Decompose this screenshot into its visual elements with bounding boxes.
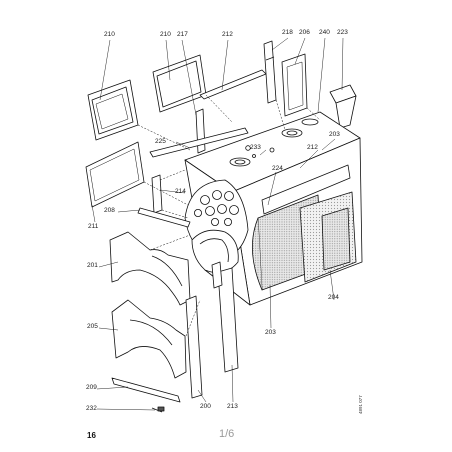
label-210-left: 210	[104, 31, 115, 38]
page-number: 16	[87, 431, 96, 440]
label-211: 211	[88, 223, 99, 230]
insulation-panel-210-left	[87, 79, 139, 141]
label-210-right: 210	[160, 31, 171, 38]
label-224: 224	[272, 165, 283, 172]
bar-214	[151, 174, 163, 214]
insulation-panel-211	[85, 141, 145, 208]
label-233: 233	[250, 144, 261, 151]
drawing-code: 4891 077	[358, 395, 363, 414]
bar-208	[137, 207, 191, 228]
label-200: 200	[200, 403, 211, 410]
post-213	[211, 261, 239, 373]
combustion-drum-204	[299, 191, 357, 283]
rail-206	[281, 53, 308, 117]
label-205: 205	[87, 323, 98, 330]
label-208: 208	[104, 207, 115, 214]
label-225: 225	[155, 138, 166, 145]
label-212-top: 212	[222, 31, 233, 38]
label-209: 209	[86, 384, 97, 391]
label-206: 206	[299, 29, 310, 36]
front-insulation-205	[111, 299, 187, 379]
label-201: 201	[87, 262, 98, 269]
flue-223	[329, 84, 357, 129]
strip-212-top	[199, 69, 267, 100]
label-232: 232	[86, 405, 97, 412]
label-212-mid: 212	[307, 144, 318, 151]
rail-217	[195, 108, 206, 154]
post-200	[185, 295, 203, 399]
strip-225	[149, 127, 249, 158]
label-213: 213	[227, 403, 238, 410]
screw-232	[151, 406, 165, 413]
insulation-panel-210-right	[152, 54, 207, 113]
page-count: 1/6	[219, 428, 235, 440]
label-214: 214	[175, 188, 186, 195]
label-223: 223	[337, 29, 348, 36]
label-240: 240	[319, 29, 330, 36]
assembly-lines	[137, 94, 321, 337]
front-plate-208	[184, 179, 249, 274]
front-insulation-201	[109, 231, 191, 306]
rail-218	[263, 40, 277, 104]
label-218: 218	[282, 29, 293, 36]
callout-leaders	[91, 37, 344, 411]
label-204: 204	[328, 294, 339, 301]
strip-209	[111, 377, 181, 403]
label-203-bottom: 203	[265, 329, 276, 336]
label-217: 217	[177, 31, 188, 38]
label-203-top: 203	[329, 131, 340, 138]
